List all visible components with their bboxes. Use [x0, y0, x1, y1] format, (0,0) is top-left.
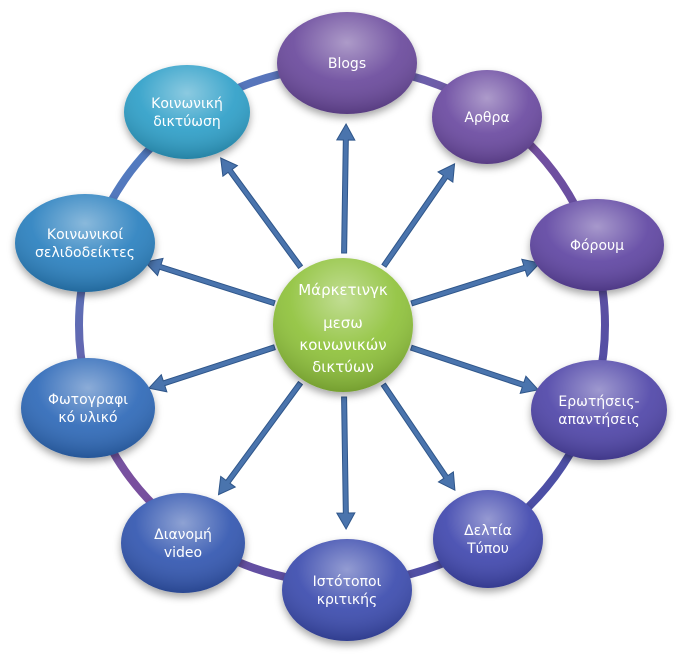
arrow-shape — [335, 396, 356, 531]
node-label: Δελτία — [464, 523, 512, 539]
arrows — [144, 122, 541, 531]
node-label: Κοινωνική — [151, 96, 223, 112]
node-label: δικτύωση — [153, 114, 221, 130]
arrow-to-selidodeiktes — [144, 257, 276, 307]
node-gloss — [121, 493, 245, 593]
node-label: Κοινωνικοί — [47, 227, 123, 243]
node-label: Τύπου — [466, 541, 509, 557]
node-label: κριτικής — [317, 592, 377, 608]
center-label: κοινωνικών — [299, 336, 386, 354]
node-erotiseis: Ερωτήσεις-απαντήσεις — [531, 360, 667, 460]
node-label: απαντήσεις — [558, 412, 639, 428]
node-label: video — [164, 545, 202, 561]
center-node: Μάρκετινγκ μεσω κοινωνικών δικτύων — [273, 258, 413, 392]
arrow-to-dianomi — [217, 380, 304, 496]
center-gloss — [273, 258, 413, 392]
node-gloss — [432, 70, 542, 164]
arrow-to-deltia — [380, 382, 456, 492]
arrow-shape — [217, 380, 304, 496]
arrow-shape — [220, 157, 304, 270]
arrow-shape — [381, 163, 456, 268]
node-label: σελιδοδείκτες — [35, 245, 135, 261]
arrow-to-forum — [410, 258, 541, 307]
center-label: μεσω — [323, 314, 363, 332]
node-blogs: Blogs — [277, 12, 417, 114]
arrow-to-blogs — [335, 122, 356, 254]
node-label: Φόρουμ — [570, 238, 624, 254]
arrow-to-istotopoi — [335, 396, 356, 531]
node-label: Αρθρα — [464, 110, 509, 126]
center-label: Μάρκετινγκ — [298, 281, 388, 299]
node-label: κό υλικό — [58, 410, 117, 426]
node-label: Ερωτήσεις- — [558, 394, 639, 410]
node-diktyosi: Κοινωνική δικτύωση — [124, 65, 250, 159]
node-gloss — [433, 490, 543, 588]
node-gloss — [124, 65, 250, 159]
arrow-to-diktyosi — [220, 157, 304, 270]
node-gloss — [282, 539, 412, 641]
arrow-shape — [410, 258, 541, 307]
node-gloss — [277, 12, 417, 114]
arrow-to-erotiseis — [409, 344, 540, 394]
node-label: Blogs — [328, 56, 366, 72]
arrow-to-arthra — [381, 163, 456, 268]
node-label: Διανομή — [154, 527, 212, 543]
node-selidodeiktes: Κοινωνικοί σελιδοδείκτες — [15, 194, 155, 292]
node-fotografiko: Φωτογραφι κό υλικό — [21, 358, 155, 458]
node-arthra: Αρθρα — [432, 70, 542, 164]
arrow-shape — [335, 122, 356, 254]
node-gloss — [531, 360, 667, 460]
center-label: δικτύων — [312, 358, 374, 376]
arrow-shape — [409, 344, 540, 394]
node-dianomi: Διανομή video — [121, 493, 245, 593]
node-gloss — [21, 358, 155, 458]
center-hub: Μάρκετινγκ μεσω κοινωνικών δικτύων — [273, 258, 413, 392]
node-label: Φωτογραφι — [48, 392, 128, 408]
arrow-to-fotografiko — [147, 344, 276, 393]
arrow-shape — [147, 344, 276, 393]
node-gloss — [530, 199, 664, 291]
outer-nodes: BlogsΑρθραΦόρουμΕρωτήσεις-απαντήσειςΔελτ… — [15, 12, 667, 641]
node-istotopoi: Ιστότοποι κριτικής — [282, 539, 412, 641]
node-forum: Φόρουμ — [530, 199, 664, 291]
arrow-shape — [144, 257, 276, 307]
node-gloss — [15, 194, 155, 292]
arrow-shape — [380, 382, 456, 492]
node-label: Ιστότοποι — [313, 574, 382, 590]
